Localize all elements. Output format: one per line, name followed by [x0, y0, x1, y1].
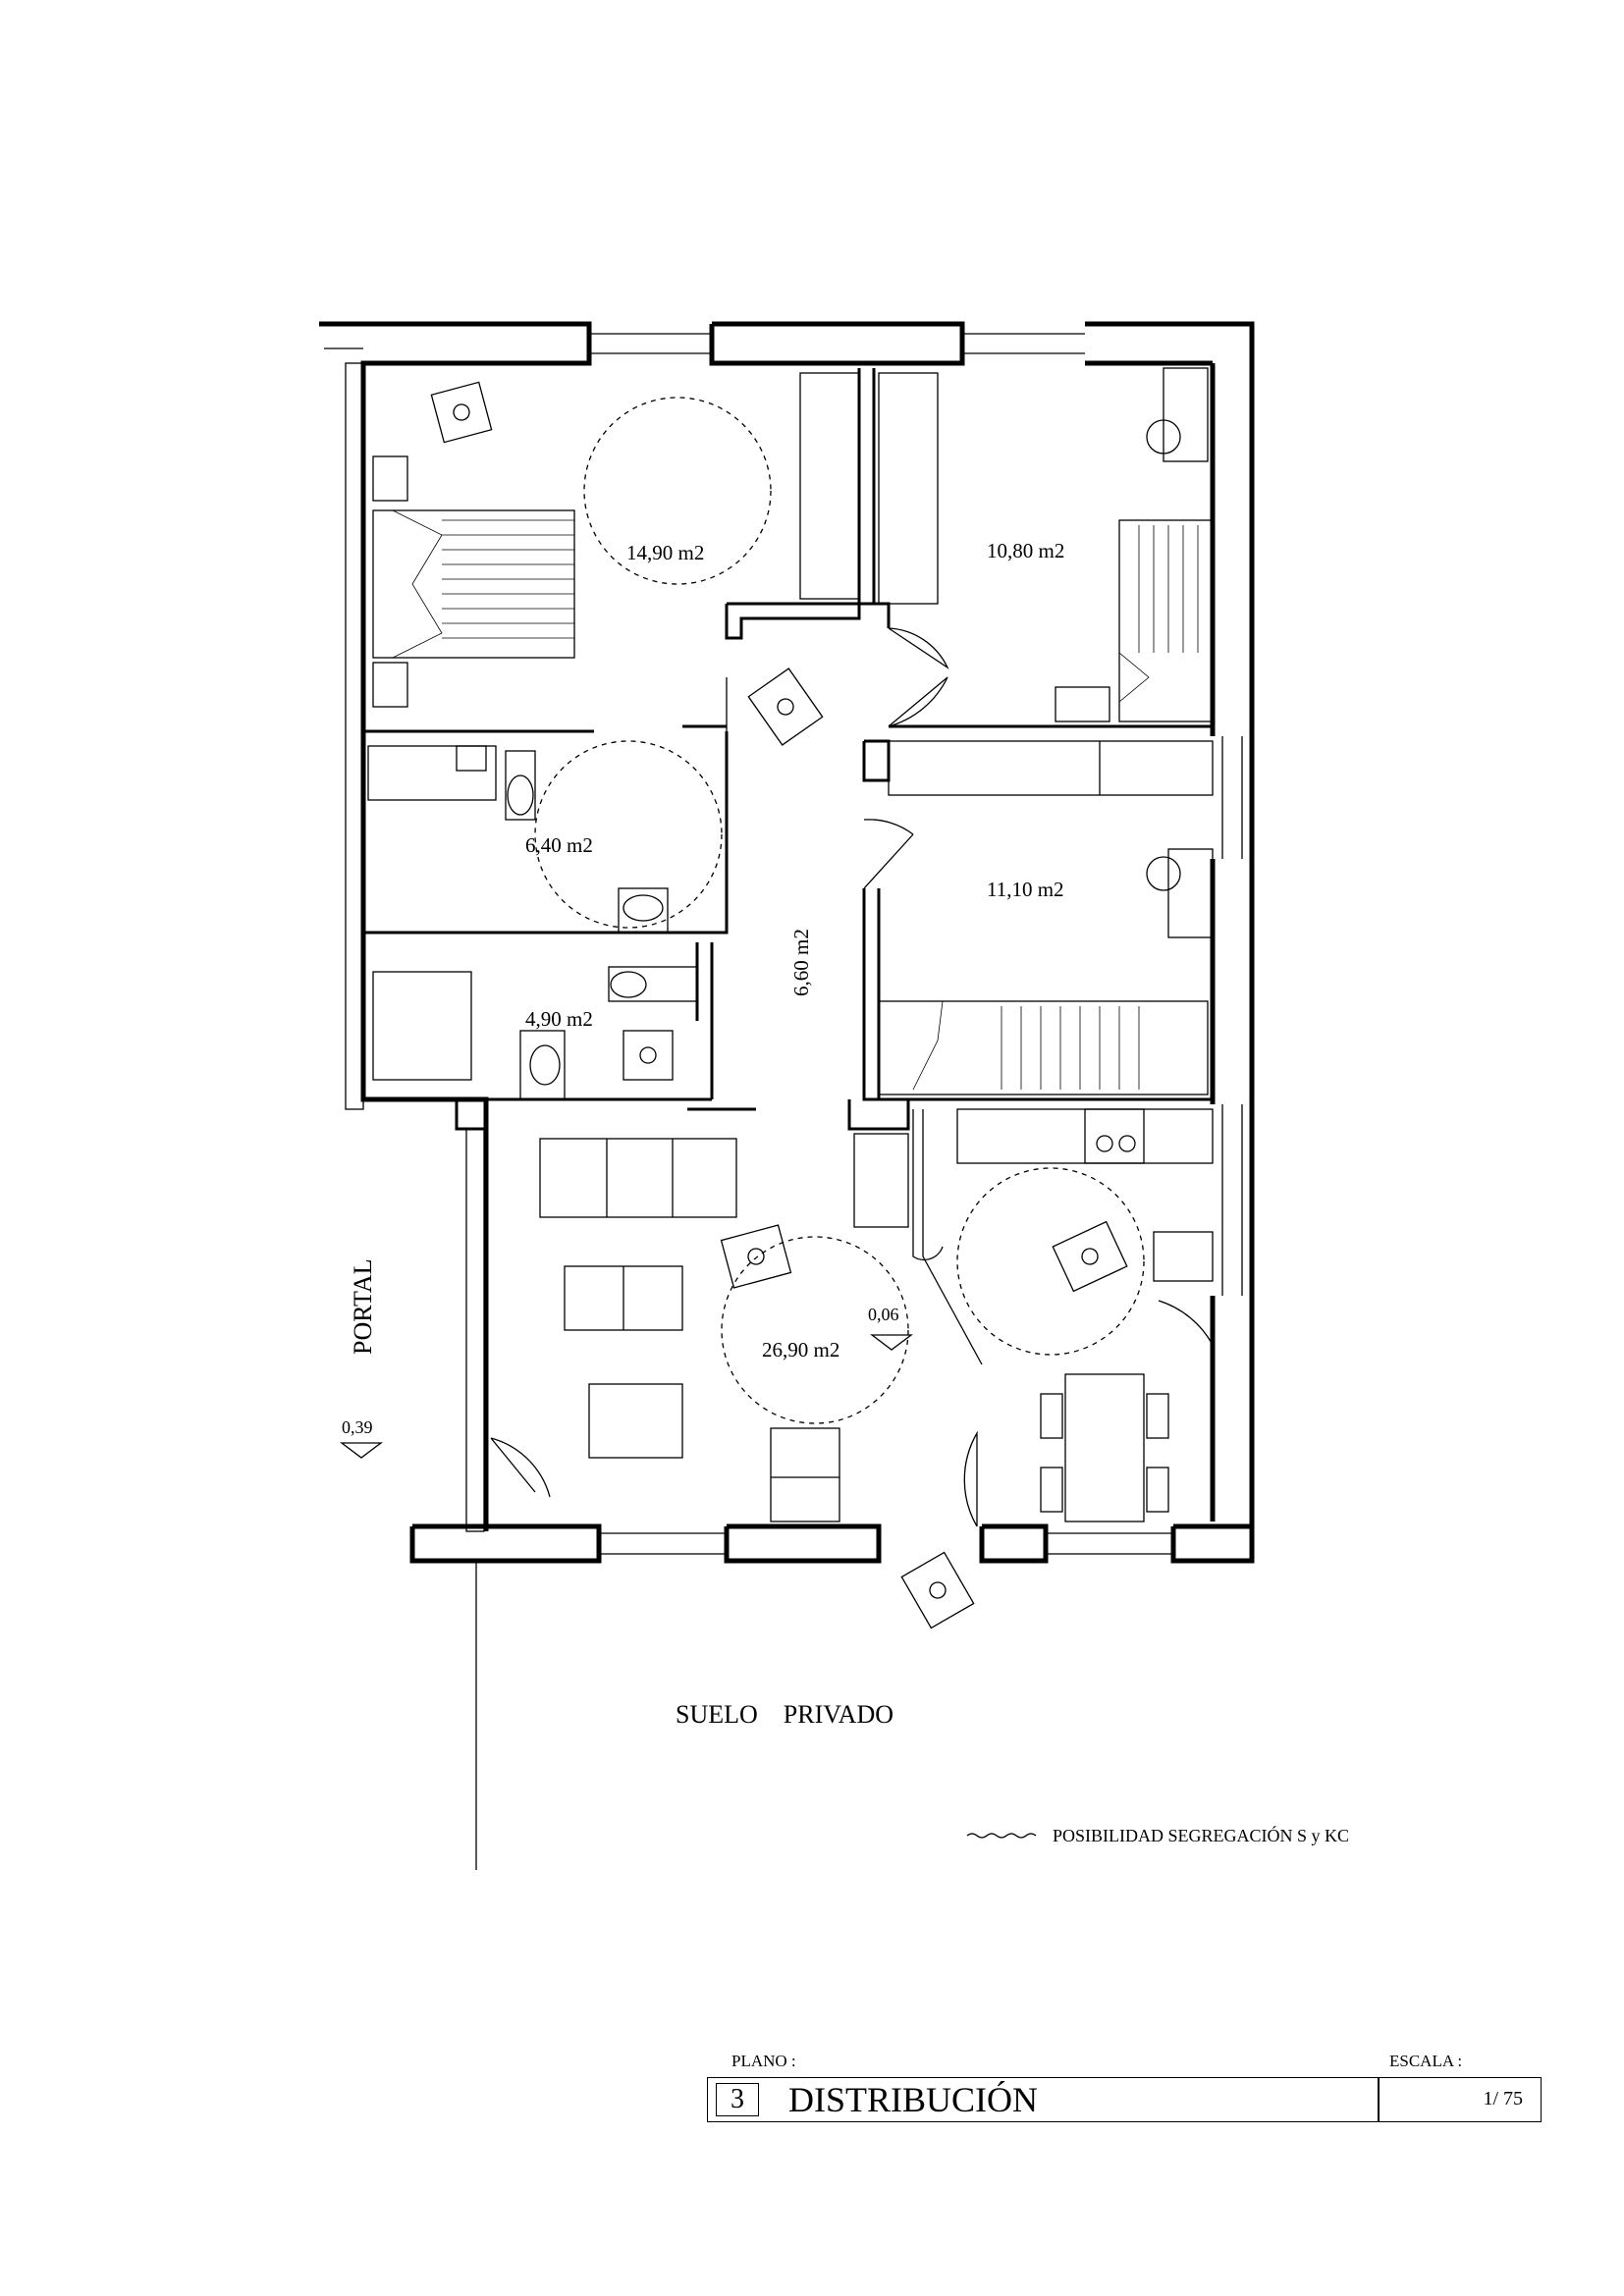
segregation-legend: POSIBILIDAD SEGREGACIÓN S y KC: [1053, 1825, 1349, 1845]
room-area-bedroom-3: 11,10 m2: [987, 878, 1064, 901]
level-portal: 0,39: [342, 1417, 373, 1437]
plan-title: DISTRIBUCIÓN: [788, 2080, 1039, 2119]
exterior-walls: [319, 321, 1255, 1564]
room-area-master-bedroom: 14,90 m2: [626, 541, 704, 564]
room-area-living-room: 26,90 m2: [762, 1338, 839, 1362]
plan-number: 3: [716, 2083, 759, 2116]
level-interior: 0,06: [868, 1305, 899, 1324]
level-marker-interior: [870, 1334, 913, 1351]
escala-label: ESCALA :: [1389, 2052, 1463, 2070]
room-area-bathroom-1: 6,40 m2: [525, 833, 593, 857]
wheelchair-icons: [430, 381, 1128, 1629]
plan-scale: 1/ 75: [1483, 2088, 1523, 2109]
segregation-line-symbol: [966, 1833, 1037, 1839]
title-block: 3 DISTRIBUCIÓN 1/ 75: [707, 2077, 1542, 2122]
doors: [490, 627, 1214, 1527]
room-area-hallway: 6,60 m2: [789, 929, 813, 996]
plano-label: PLANO :: [731, 2052, 796, 2070]
private-ground-label: SUELO PRIVADO: [676, 1700, 893, 1729]
level-marker-portal: [340, 1442, 383, 1459]
title-block-divider: [1378, 2078, 1380, 2121]
interior-walls: [363, 368, 1213, 1131]
furniture: [367, 367, 1214, 1522]
room-area-bathroom-2: 4,90 m2: [525, 1007, 593, 1031]
room-area-bedroom-2: 10,80 m2: [987, 539, 1064, 562]
turning-circles: [534, 397, 1145, 1424]
portal-label: PORTAL: [349, 1259, 377, 1355]
